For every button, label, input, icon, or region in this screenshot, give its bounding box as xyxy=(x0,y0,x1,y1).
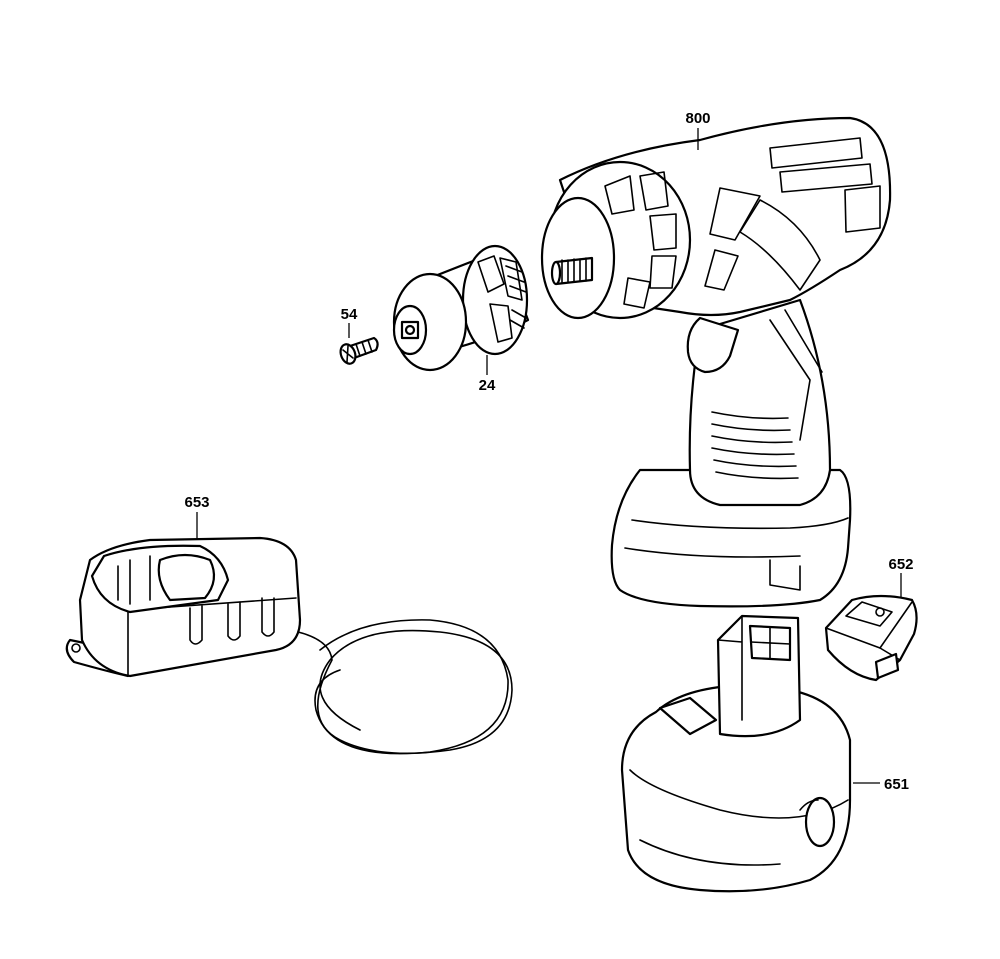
callout-label-653: 653 xyxy=(184,494,209,511)
callout-651: 651 xyxy=(853,776,909,793)
callout-652: 652 xyxy=(888,556,914,597)
callout-label-54: 54 xyxy=(341,306,358,323)
battery-cover-part xyxy=(824,594,918,682)
callout-label-24: 24 xyxy=(479,377,496,394)
callout-54: 54 xyxy=(341,306,358,338)
callout-label-800: 800 xyxy=(685,110,710,127)
keyless-chuck-part xyxy=(392,244,530,372)
screw-part xyxy=(339,336,379,365)
callout-24: 24 xyxy=(479,355,496,394)
drill-body-part xyxy=(540,116,892,608)
callout-label-651: 651 xyxy=(884,776,909,793)
battery-pack-part xyxy=(620,614,852,893)
callout-653: 653 xyxy=(184,494,210,540)
callout-800: 800 xyxy=(685,110,711,150)
callout-label-652: 652 xyxy=(888,556,913,573)
charger-part xyxy=(65,536,513,755)
